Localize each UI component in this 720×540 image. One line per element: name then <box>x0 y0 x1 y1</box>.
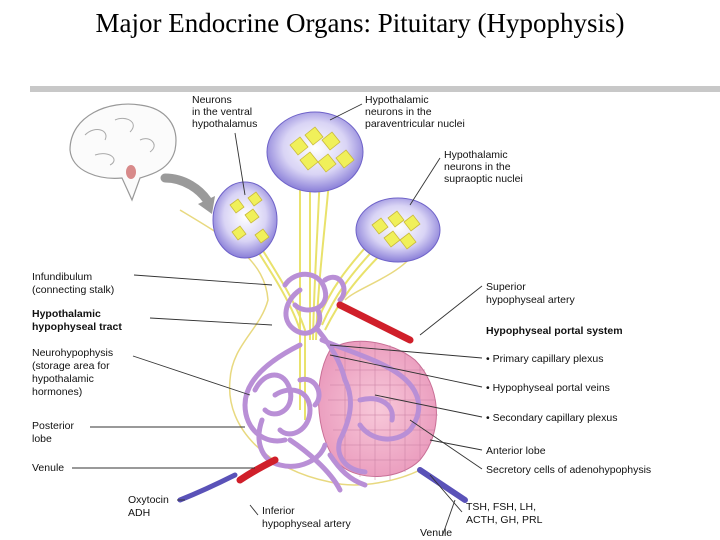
label-neurons-ventral: Neurons in the ventral hypothalamus <box>192 94 257 130</box>
label-supraoptic: Hypothalamic neurons in the supraoptic n… <box>444 149 523 185</box>
label-primary-plexus: • Primary capillary plexus <box>486 353 603 365</box>
paraventricular-nuclei <box>266 111 364 193</box>
label-anterior-lobe: Anterior lobe <box>486 445 546 457</box>
brain-icon <box>69 103 177 202</box>
label-venule-bottom: Venule <box>420 527 452 539</box>
page-title: Major Endocrine Organs: Pituitary (Hypop… <box>95 8 625 38</box>
label-oxytocin-adh: Oxytocin ADH <box>128 494 172 519</box>
venule-left <box>177 472 238 503</box>
venule-right <box>417 467 468 503</box>
label-hypothalamic-tract: Hypothalamic hypophyseal tract <box>32 308 122 333</box>
label-neurohypophysis: Neurohypophysis (storage area for hypoth… <box>32 347 116 398</box>
label-posterior-lobe: Posterior lobe <box>32 420 77 445</box>
label-superior-artery: Superior hypophyseal artery <box>486 281 575 306</box>
capillary-network <box>242 271 422 493</box>
label-hormones: TSH, FSH, LH, ACTH, GH, PRL <box>466 501 543 526</box>
inferior-artery <box>236 456 279 484</box>
arrow-icon <box>160 173 212 205</box>
label-portal-system: Hypophyseal portal system <box>486 325 623 337</box>
label-secretory-cells: Secretory cells of adenohypophysis <box>486 464 651 476</box>
slide-divider <box>30 86 720 92</box>
label-secondary-plexus: • Secondary capillary plexus <box>486 412 618 424</box>
label-venule-left: Venule <box>32 462 64 474</box>
label-infundibulum: Infundibulum (connecting stalk) <box>32 271 114 296</box>
label-portal-veins: • Hypophyseal portal veins <box>486 382 610 394</box>
label-inferior-artery: Inferior hypophyseal artery <box>262 505 351 530</box>
superior-artery <box>336 301 414 344</box>
supraoptic-nuclei <box>355 197 441 263</box>
label-paraventricular: Hypothalamic neurons in the paraventricu… <box>365 94 465 130</box>
